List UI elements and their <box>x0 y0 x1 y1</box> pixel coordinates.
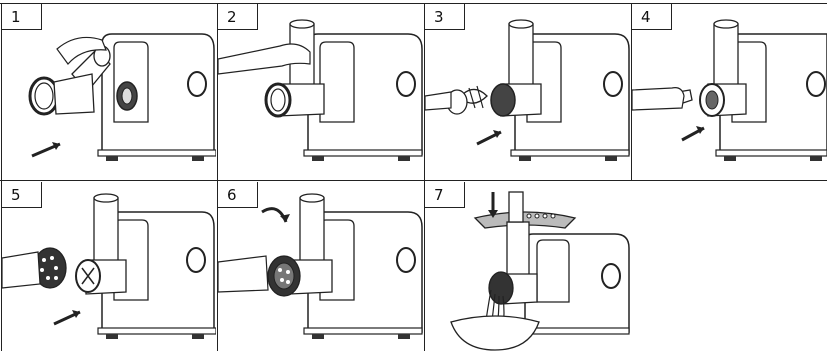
empty-panel <box>632 182 827 351</box>
step-number-4: 4 <box>632 4 672 30</box>
step-number-7: 7 <box>425 182 465 208</box>
grid-line-top <box>0 3 827 4</box>
grid-line-col-3 <box>631 3 632 181</box>
step-number-5: 5 <box>2 182 42 208</box>
step-panel-2: 2 <box>218 4 423 174</box>
step-4-illustration <box>632 19 827 161</box>
step-number-2: 2 <box>218 4 258 30</box>
step-1-illustration <box>28 33 216 161</box>
step-panel-1: 1 <box>2 4 216 174</box>
step-panel-7: 7 <box>425 182 630 351</box>
step-number-6: 6 <box>218 182 258 208</box>
step-7-illustration <box>450 191 630 351</box>
step-panel-3: 3 <box>425 4 630 174</box>
step-3-illustration <box>425 19 630 161</box>
grid-line-col-1 <box>217 3 218 351</box>
step-panel-6: 6 <box>218 182 423 351</box>
step-2-illustration <box>218 19 423 161</box>
step-5-illustration <box>2 193 216 339</box>
step-number-1: 1 <box>2 4 42 30</box>
step-6-illustration <box>218 193 423 339</box>
grid-line-left <box>1 3 2 351</box>
step-number-3: 3 <box>425 4 465 30</box>
step-panel-5: 5 <box>2 182 216 351</box>
step-panel-4: 4 <box>632 4 827 174</box>
grid-line-col-2 <box>424 3 425 351</box>
grid-line-middle <box>0 180 827 181</box>
